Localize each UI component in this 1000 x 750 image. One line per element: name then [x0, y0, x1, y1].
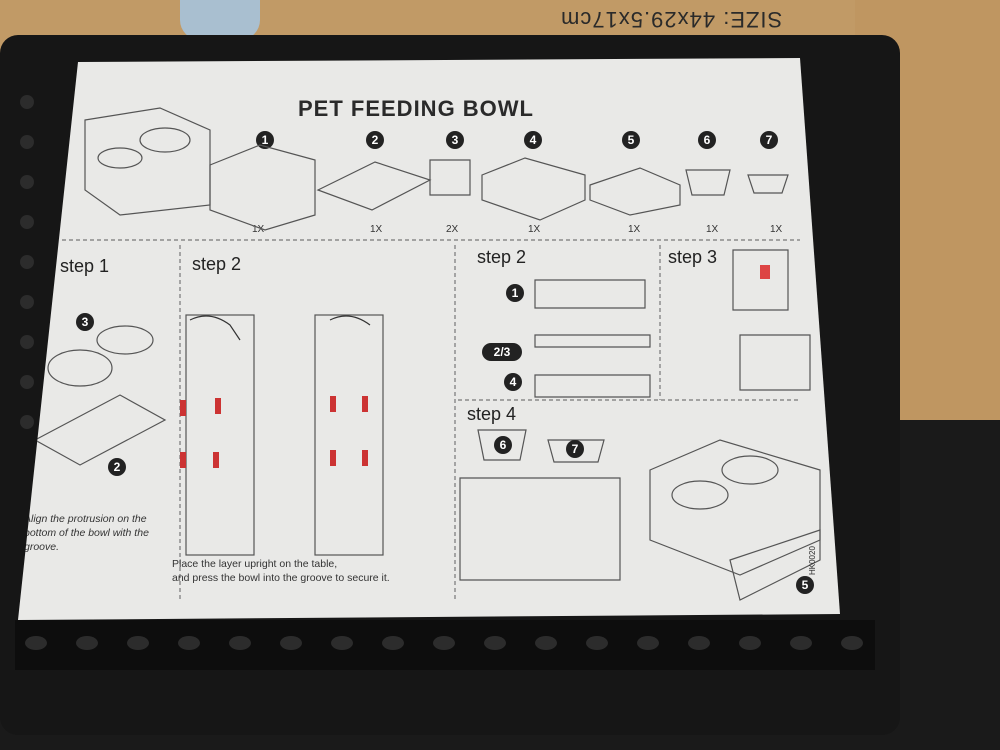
part-qty: 1X [528, 224, 541, 235]
step4-label: step 4 [467, 404, 517, 424]
part-number: 4 [524, 131, 542, 149]
part-number: 6 [698, 131, 716, 149]
part-2-drawing [316, 161, 432, 211]
tray-hole [331, 636, 353, 650]
part-number: 2 [366, 131, 384, 149]
box-size-text: SIZE: 44x29.5x17cm [560, 7, 783, 32]
tray-hole [20, 415, 34, 429]
tray-hole [739, 636, 761, 650]
tray-hole [280, 636, 302, 650]
part-6-drawing [685, 169, 731, 196]
step3-drawing [732, 249, 811, 391]
tray-hole [76, 636, 98, 650]
step2-label: step 2 [192, 254, 242, 274]
step2-note-line1: Place the layer upright on the table, [172, 558, 338, 570]
step4-drawing [459, 429, 821, 601]
part-number: 3 [446, 131, 464, 149]
tray-hole [484, 636, 506, 650]
part-qty: 1X [252, 224, 265, 235]
tray-hole [20, 295, 34, 309]
tray-hole [20, 175, 34, 189]
tray-hole [20, 95, 34, 109]
part-qty: 1X [628, 224, 641, 235]
callout-number: 6 [494, 436, 512, 454]
callout-number: 3 [76, 313, 94, 331]
part-3-drawing [429, 159, 471, 196]
tray-hole [535, 636, 557, 650]
tray-hole [20, 255, 34, 269]
part-number: 5 [622, 131, 640, 149]
part-1-drawing [209, 144, 316, 231]
part-number: 1 [256, 131, 274, 149]
tray-hole [688, 636, 710, 650]
step2-hand-drawings [185, 314, 384, 556]
step2-exploded-drawing [534, 279, 651, 398]
step1-note: Align the protrusion on the bottom of th… [24, 513, 149, 553]
tray-hole [841, 636, 863, 650]
step2b-label: step 2 [477, 247, 527, 267]
tray-hole [229, 636, 251, 650]
tray-hole [25, 636, 47, 650]
part-5-drawing [589, 167, 681, 216]
tray-hole [790, 636, 812, 650]
tray-hole [20, 375, 34, 389]
callout-number: 5 [796, 576, 814, 594]
tray-hole [20, 335, 34, 349]
part-qty: 1X [770, 224, 783, 235]
part-qty: 2X [446, 224, 459, 235]
tray-hole [20, 135, 34, 149]
part-qty: 1X [370, 224, 383, 235]
tray-hole [433, 636, 455, 650]
sheet-title: PET FEEDING BOWL [298, 96, 534, 121]
part-4-drawing [481, 157, 586, 221]
tray-hole [637, 636, 659, 650]
box-logo-sticker [180, 0, 260, 40]
tray-hole [127, 636, 149, 650]
part-qty: 1X [706, 224, 719, 235]
assembled-bowl-drawing [84, 107, 211, 216]
tray-hole [586, 636, 608, 650]
callout-number: 7 [566, 440, 584, 458]
tray-hole [382, 636, 404, 650]
callout-number: 4 [504, 373, 522, 391]
step2-note-line2: and press the bowl into the groove to se… [172, 572, 390, 584]
callout-number: 2/3 [482, 343, 522, 361]
product-code: HK0020 [808, 546, 817, 575]
step1-drawing [33, 325, 167, 466]
part-7-drawing [747, 174, 789, 194]
tray-hole [178, 636, 200, 650]
step3-label: step 3 [668, 247, 718, 267]
step1-label: step 1 [60, 256, 110, 276]
tray-hole [20, 215, 34, 229]
callout-number: 2 [108, 458, 126, 476]
callout-number: 1 [506, 284, 524, 302]
part-number: 7 [760, 131, 778, 149]
